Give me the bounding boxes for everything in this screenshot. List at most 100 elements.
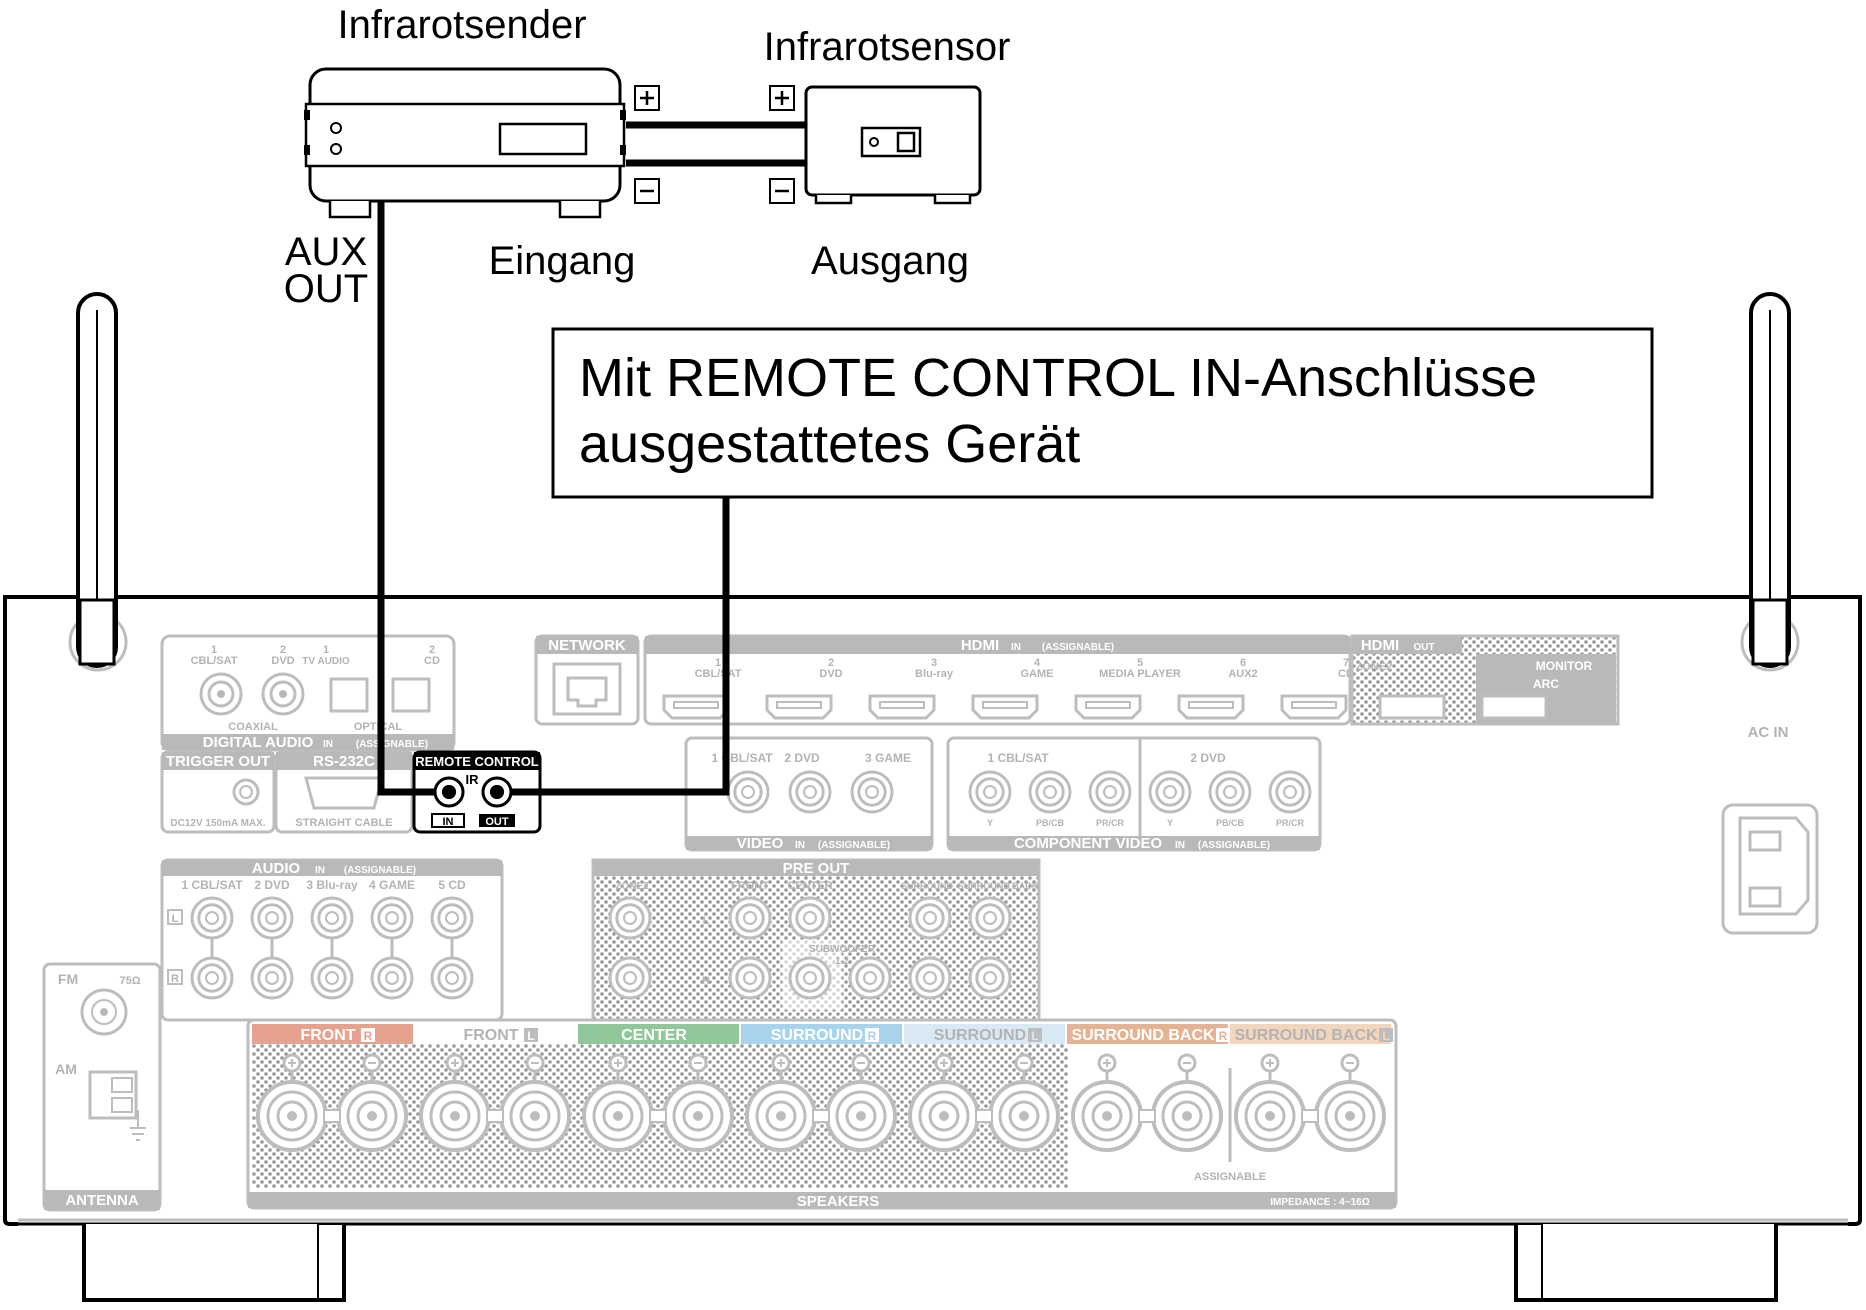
component-jack-label: PB/CB xyxy=(1036,818,1065,828)
video-jack xyxy=(726,770,770,814)
ir-sensor-device xyxy=(804,85,982,205)
hdmi-in-num: 6 xyxy=(1240,657,1246,669)
da-num-3: 1 xyxy=(323,644,329,656)
speaker-group-label: FRONT xyxy=(463,1027,518,1044)
antenna-ohm: 75Ω xyxy=(119,975,140,987)
pre-out-jack xyxy=(728,956,772,1000)
trigger-out-spec: DC12V 150mA MAX. xyxy=(170,818,265,829)
hdmi-in-port xyxy=(1074,694,1142,720)
remote-control-in: IN xyxy=(443,816,454,828)
da-label-4: CD xyxy=(424,655,440,667)
hdmi-out-title: HDMI xyxy=(1361,637,1399,654)
component-video-section: COMPONENT VIDEO IN (ASSIGNABLE) 1 CBL/SA… xyxy=(946,736,1322,852)
hdmi-in-assignable: (ASSIGNABLE) xyxy=(1042,642,1114,653)
component-jack-label: PR/CR xyxy=(1096,818,1125,828)
pre-out-sub-nums: 1 2 xyxy=(835,956,849,967)
video-title: VIDEO xyxy=(737,835,784,852)
digital-audio-in: IN xyxy=(323,739,333,750)
component-jack xyxy=(1208,770,1252,814)
pre-out-surround-back: SURROUND BACK xyxy=(958,881,1039,891)
audio-input-label: 4 GAME xyxy=(369,878,415,892)
pre-out-subwoofer: SUBWOOFER xyxy=(809,944,876,955)
speaker-terminal xyxy=(1234,1053,1306,1152)
hdmi-out-monitor: MONITOR xyxy=(1536,659,1593,673)
video-input-3: 3 GAME xyxy=(865,751,911,765)
audio-r: R xyxy=(171,973,179,985)
component-jack-label: Y xyxy=(987,818,993,828)
digital-audio-assignable: (ASSIGNABLE) xyxy=(356,739,428,750)
wireless-antenna-left xyxy=(68,292,128,672)
pre-out-jack xyxy=(608,956,652,1000)
component-jack xyxy=(1088,770,1132,814)
hdmi-in-label: CBL/SAT xyxy=(695,668,742,680)
component-jack-label: PB/CB xyxy=(1216,818,1245,828)
hdmi-in-label: DVD xyxy=(819,668,842,680)
speaker-side-label: R xyxy=(364,1029,373,1043)
pre-out-jack xyxy=(848,956,892,1000)
speakers-section: SPEAKERS IMPEDANCE : 4~16Ω ASSIGNABLE FR… xyxy=(246,1018,1398,1210)
pre-out-zone2: ZONE2 xyxy=(615,881,649,892)
audio-title: AUDIO xyxy=(252,860,301,877)
pre-out-jack xyxy=(788,956,832,1000)
pre-out-jack xyxy=(908,956,952,1000)
ac-in-label: AC IN xyxy=(1748,724,1789,741)
hdmi-in-port xyxy=(662,694,730,720)
hdmi-out-arc: ARC xyxy=(1533,677,1559,691)
video-input-1: 1 CBL/SAT xyxy=(711,751,773,765)
speaker-group-label: CENTER xyxy=(621,1027,687,1044)
component-input-1: 1 CBL/SAT xyxy=(987,751,1049,765)
speaker-side-label: R xyxy=(868,1029,877,1043)
hdmi-out-section: HDMI OUT ZONE2 MONITOR ARC xyxy=(1350,634,1620,726)
pre-out-r: R xyxy=(702,975,710,987)
component-input-2: 2 DVD xyxy=(1190,751,1226,765)
pre-out-jack xyxy=(788,896,832,940)
component-jack-label: Y xyxy=(1167,818,1173,828)
speaker-side-label: R xyxy=(1219,1029,1228,1043)
device-box-line2: ausgestattetes Gerät xyxy=(579,414,1080,474)
out-label: OUT xyxy=(284,267,368,311)
hdmi-in-num: 1 xyxy=(715,657,721,669)
audio-input-label: 1 CBL/SAT xyxy=(181,878,243,892)
speaker-side-label: L xyxy=(1031,1029,1038,1043)
pre-out-jack xyxy=(908,896,952,940)
speaker-terminal xyxy=(745,1053,817,1152)
audio-jack-r xyxy=(310,956,354,1000)
ir-in-jack-plug xyxy=(442,785,456,799)
hdmi-in-port xyxy=(868,694,936,720)
hdmi-in-label: CD xyxy=(1338,668,1354,680)
audio-l: L xyxy=(172,913,179,925)
remote-control-ir: IR xyxy=(466,772,480,787)
speaker-terminal xyxy=(908,1053,980,1152)
antenna-title: ANTENNA xyxy=(65,1192,138,1209)
antenna-fm: FM xyxy=(58,971,78,987)
audio-in: IN xyxy=(315,865,325,876)
video-jack xyxy=(788,770,832,814)
terminal-plus-icon xyxy=(634,85,660,111)
hdmi-in-in: IN xyxy=(1011,642,1021,653)
ir-transmitter-device xyxy=(304,67,626,219)
audio-assignable: (ASSIGNABLE) xyxy=(344,865,416,876)
pre-out-center: CENTER xyxy=(787,880,832,892)
input-label: Eingang xyxy=(489,239,636,283)
hdmi-in-label: Blu-ray xyxy=(915,668,954,680)
hdmi-in-num: 3 xyxy=(931,657,937,669)
pre-out-jack xyxy=(728,896,772,940)
audio-jack-r xyxy=(430,956,474,1000)
hdmi-in-num: 4 xyxy=(1034,657,1041,669)
component-video-in: IN xyxy=(1175,840,1185,851)
rs232c-cable: STRAIGHT CABLE xyxy=(295,817,392,829)
pre-out-front: FRONT xyxy=(731,880,769,892)
audio-jack-l xyxy=(250,896,294,940)
hdmi-in-num: 2 xyxy=(828,657,834,669)
pre-out-surround: SURROUND xyxy=(901,881,954,891)
output-label: Ausgang xyxy=(811,239,969,283)
device-box xyxy=(551,327,1654,499)
hdmi-in-label: GAME xyxy=(1021,668,1054,680)
aux-label: AUX xyxy=(285,230,367,274)
ir-out-jack-plug xyxy=(490,785,504,799)
trigger-out-title: TRIGGER OUT xyxy=(166,753,270,770)
sensor-minus-icon xyxy=(769,178,795,204)
terminal-minus-icon xyxy=(634,178,660,204)
video-assignable: (ASSIGNABLE) xyxy=(818,840,890,851)
